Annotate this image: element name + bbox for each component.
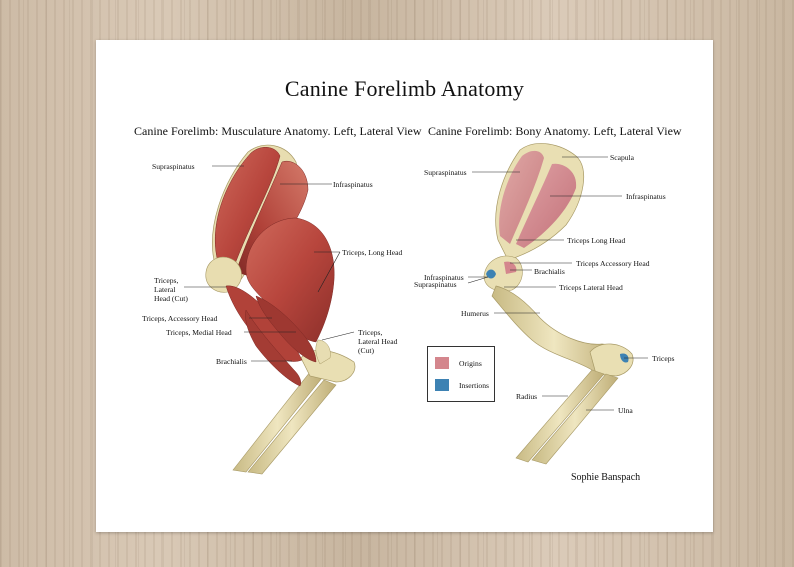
elbow-right (589, 343, 634, 377)
insertions-swatch (435, 379, 449, 391)
legend-box: Origins Insertions (427, 346, 495, 402)
origins-swatch (435, 357, 449, 369)
anatomy-illustration (184, 143, 648, 475)
forearm-bones-left-2 (247, 379, 337, 475)
label-infraspinatus-left: Infraspinatus (333, 180, 373, 189)
musculature-figure (184, 144, 356, 475)
label-supraspinatus-right: Supraspinatus (424, 168, 467, 177)
radius-bone (515, 369, 605, 463)
label-triceps-lateral-cut-left: Triceps, Lateral Head (Cut) (154, 276, 194, 303)
label-triceps-long-head-right: Triceps Long Head (567, 236, 626, 245)
musculature-subtitle: Canine Forelimb: Musculature Anatomy. Le… (134, 124, 422, 138)
bony-figure (467, 143, 648, 465)
triceps-lateral-origin (504, 261, 517, 274)
label-scapula: Scapula (610, 153, 635, 162)
supraspinatus-muscle-left (214, 147, 281, 279)
label-triceps-accessory-right: Triceps Accessory Head (576, 259, 650, 268)
page-title: Canine Forelimb Anatomy (284, 76, 525, 101)
label-triceps-lateral-cut-right: Triceps, Lateral Head (Cut) (358, 328, 410, 355)
label-radius: Radius (516, 392, 538, 401)
label-brachialis-right: Brachialis (534, 267, 565, 276)
label-triceps-medial-left: Triceps, Medial Head (166, 328, 232, 337)
label-triceps-right: Triceps (652, 354, 675, 363)
author-signature: Sophie Banspach (571, 472, 641, 483)
scapula-supraspinous-fossa (499, 150, 544, 244)
label-supraspinatus-small: Supraspinatus (414, 280, 457, 289)
ulna-bone (531, 373, 619, 465)
infraspinatus-insertion (486, 269, 496, 279)
poster: Canine Forelimb Anatomy Canine Forelimb:… (96, 40, 713, 532)
label-triceps-accessory-left: Triceps, Accessory Head (142, 314, 218, 323)
bony-subtitle: Canine Forelimb: Bony Anatomy. Left, Lat… (428, 124, 682, 138)
label-ulna: Ulna (618, 406, 633, 415)
legend-insertions-label: Insertions (459, 381, 489, 390)
label-text: Triceps, Lateral Head (Cut) (358, 328, 398, 355)
triceps-accessory-muscle (255, 295, 317, 363)
shoulder-joint-left (205, 256, 242, 293)
label-humerus: Humerus (461, 309, 489, 318)
label-brachialis-left: Brachialis (216, 357, 247, 366)
label-text: Triceps, Lateral Head (Cut) (154, 276, 188, 303)
forearm-bones-left (232, 371, 323, 473)
scapula-infraspinous-fossa (516, 163, 577, 248)
label-triceps-long-head-left: Triceps, Long Head (342, 248, 403, 257)
legend-origins-label: Origins (459, 359, 482, 368)
triceps-tendon (315, 339, 331, 365)
label-infraspinatus-right: Infraspinatus (626, 192, 666, 201)
brachialis-muscle (245, 309, 301, 387)
label-infraspinatus-small: Infraspinatus (424, 273, 464, 282)
label-triceps-lateral-head-right: Triceps Lateral Head (559, 283, 623, 292)
label-supraspinatus-left: Supraspinatus (152, 162, 195, 171)
